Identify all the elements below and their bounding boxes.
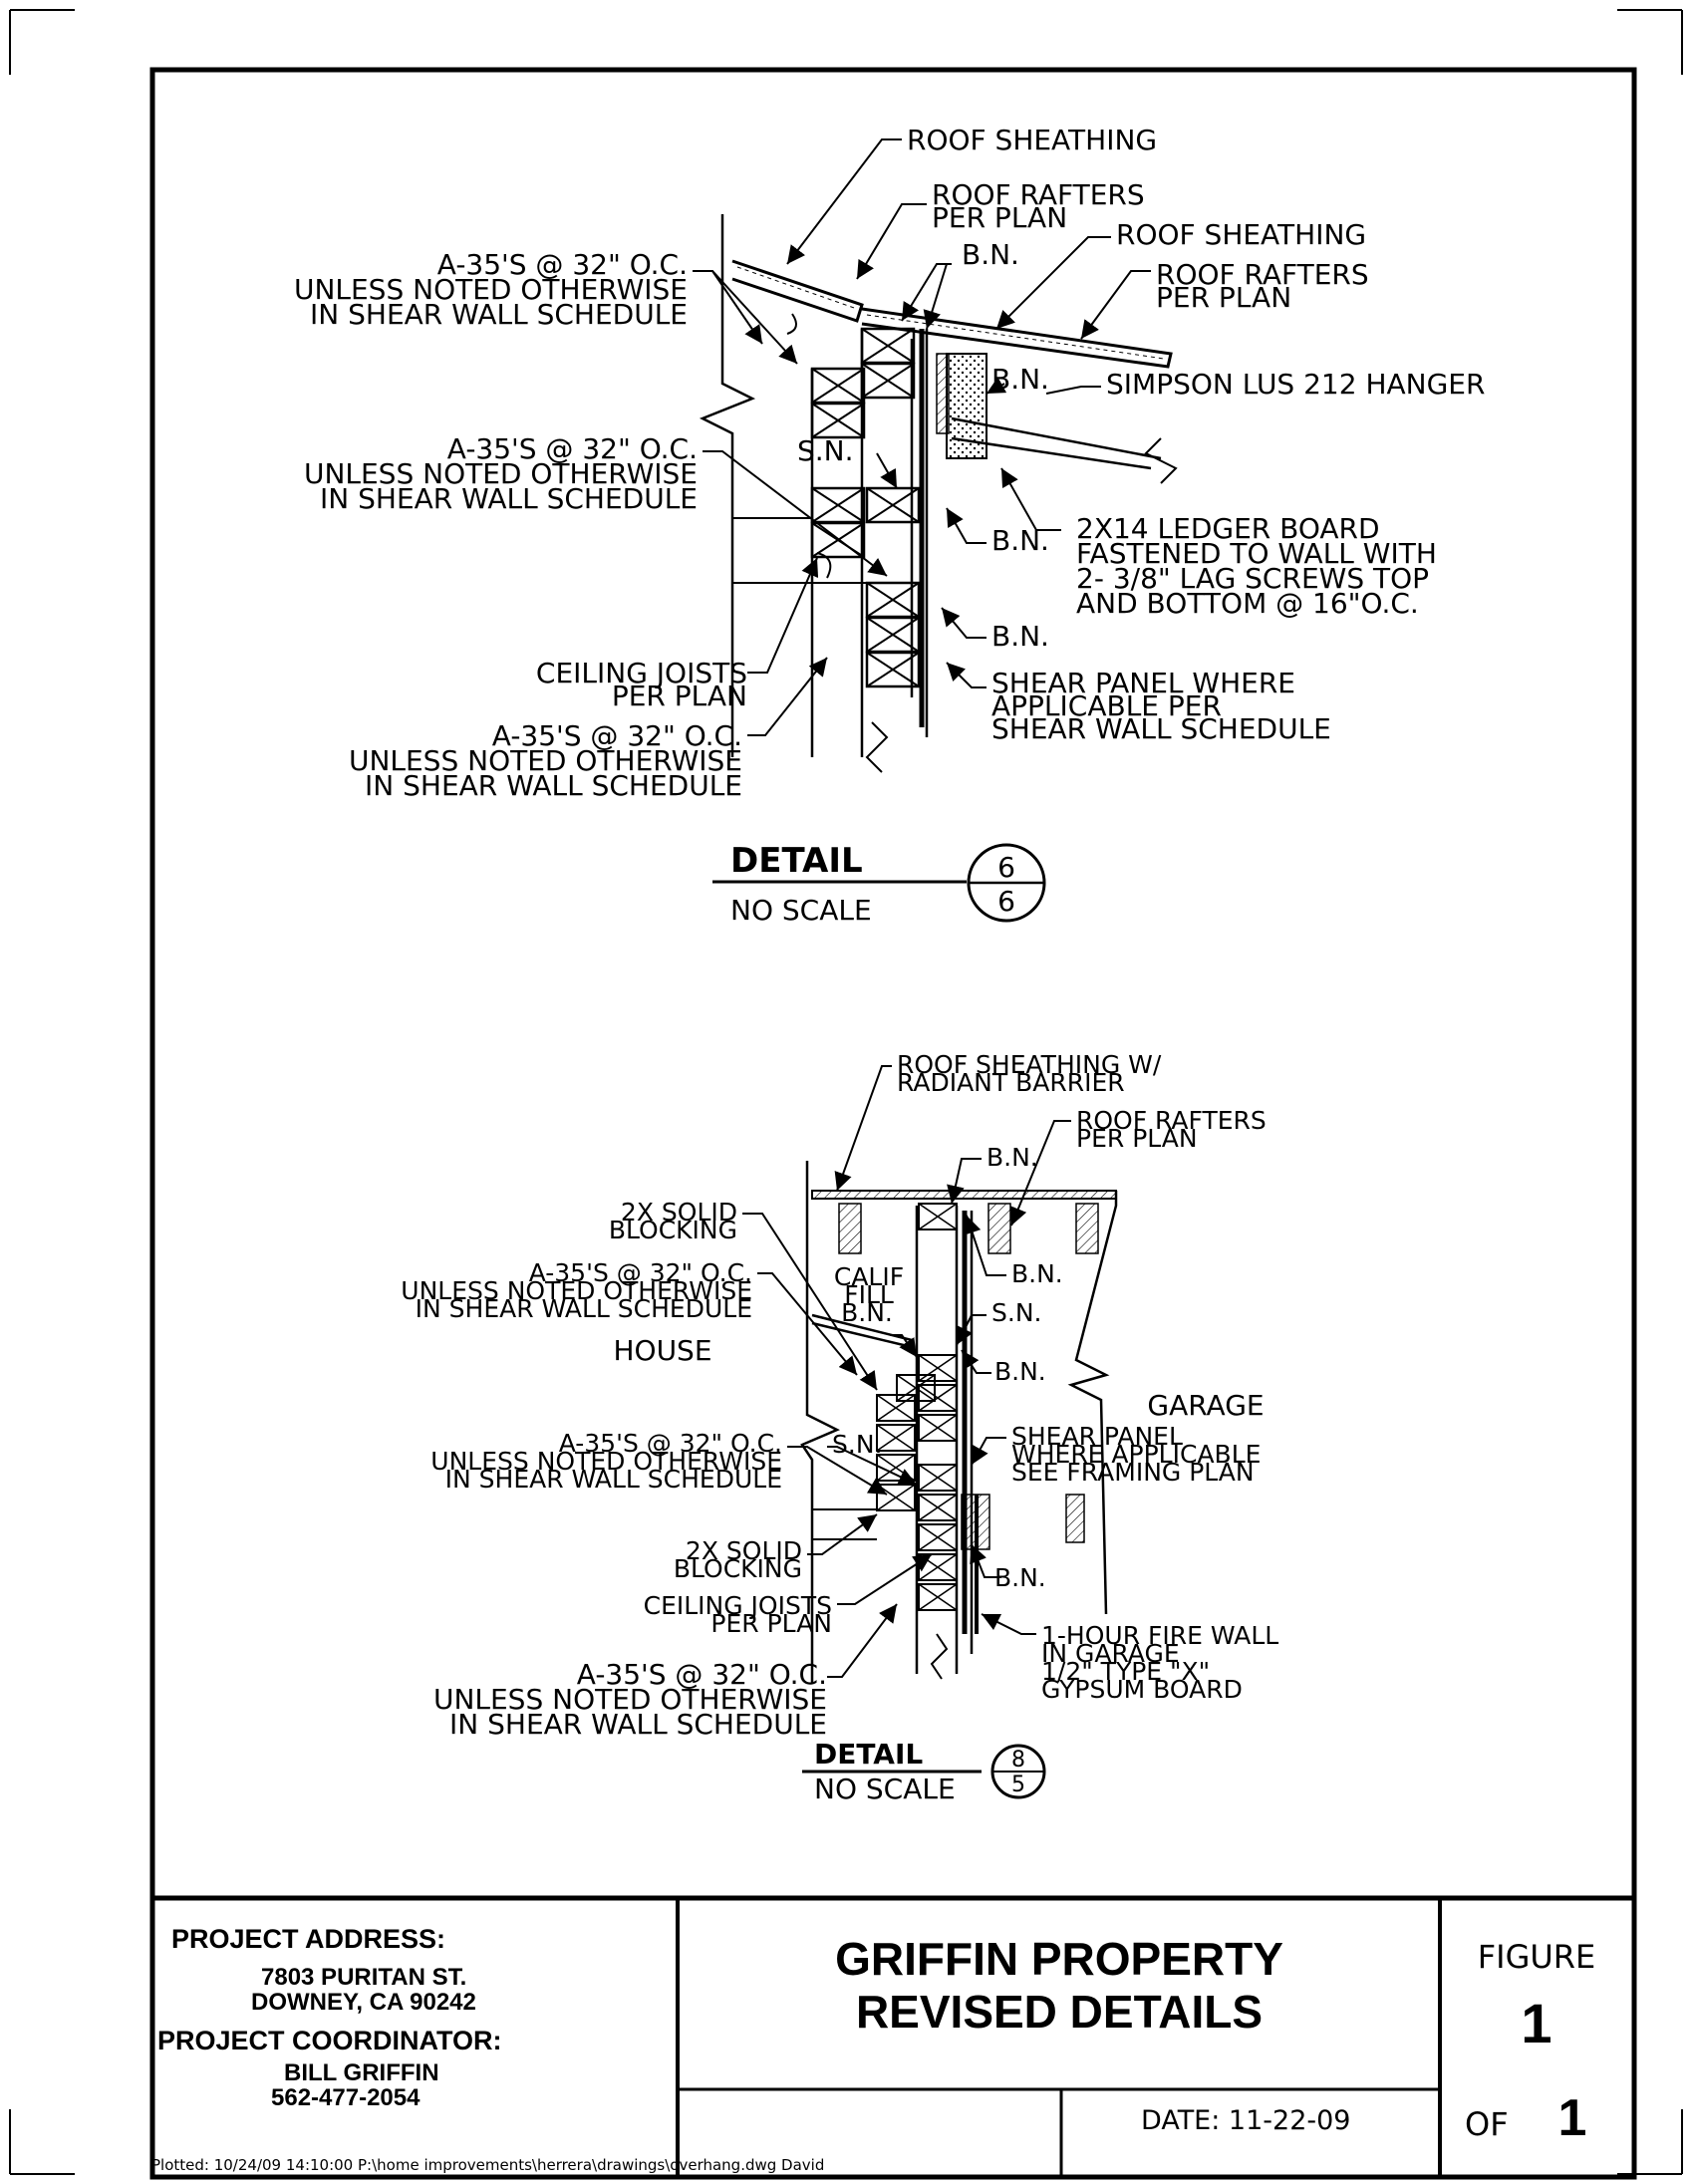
label-fire-wall: IN GARAGE (1041, 1639, 1180, 1668)
of-label: OF (1465, 2105, 1509, 2143)
label-shear-panel: SHEAR PANEL WHERE (991, 667, 1295, 699)
label-shear-wall-schedule: IN SHEAR WALL SCHEDULE (320, 482, 698, 515)
label-shear-panel: APPLICABLE PER (991, 689, 1222, 722)
label-bn: B.N. (841, 1298, 893, 1327)
label-ledger: AND BOTTOM @ 16"O.C. (1076, 587, 1419, 620)
detail-8-drawing (742, 1065, 1118, 1684)
label-solid-blocking: 2X SOLID (621, 1198, 737, 1227)
label-unless-noted: UNLESS NOTED OTHERWISE (433, 1683, 827, 1716)
detail-8-tag: DETAIL NO SCALE 8 5 (802, 1738, 1046, 1805)
label-solid-blocking: 2X SOLID (686, 1536, 802, 1565)
label-shear-wall-schedule: IN SHEAR WALL SCHEDULE (365, 769, 742, 802)
label-bn: B.N. (987, 1143, 1038, 1172)
label-unless-noted: UNLESS NOTED OTHERWISE (401, 1276, 752, 1305)
label-calif-fill: FILL (844, 1280, 894, 1309)
project-address-line2: DOWNEY, CA 90242 (251, 1989, 476, 2016)
label-fire-wall: 1-HOUR FIRE WALL (1041, 1621, 1278, 1650)
label-shear-panel: SEE FRAMING PLAN (1011, 1458, 1255, 1487)
label-unless-noted: UNLESS NOTED OTHERWISE (294, 273, 688, 306)
label-shear-wall-schedule: IN SHEAR WALL SCHEDULE (445, 1465, 782, 1494)
label-unless-noted: UNLESS NOTED OTHERWISE (430, 1447, 782, 1476)
label-bn: B.N. (994, 1357, 1046, 1386)
label-ledger: 2X14 LEDGER BOARD (1076, 512, 1380, 545)
sheet-number: 6 (997, 885, 1015, 918)
label-bn: B.N. (991, 524, 1049, 557)
label-bn: B.N. (1011, 1259, 1063, 1288)
label-roof-sheathing: ROOF SHEATHING (1116, 218, 1366, 251)
label-roof-sheathing: ROOF SHEATHING W/ (897, 1050, 1162, 1079)
detail-number: 8 (1011, 1748, 1025, 1773)
of-number: 1 (1558, 2089, 1587, 2147)
label-solid-blocking: BLOCKING (609, 1216, 737, 1244)
label-bn: B.N. (991, 620, 1049, 653)
label-bn: B.N. (962, 238, 1019, 271)
sheet-border (149, 67, 1637, 2180)
label-roof-rafters: ROOF RAFTERS (1076, 1106, 1267, 1135)
project-address-line1: 7803 PURITAN ST. (261, 1964, 466, 1991)
label-shear-wall-schedule: IN SHEAR WALL SCHEDULE (310, 298, 688, 331)
detail-8-labels: ROOF SHEATHING W/ RADIANT BARRIER ROOF R… (401, 1050, 1278, 1741)
title-block: PROJECT ADDRESS: 7803 PURITAN ST. DOWNEY… (157, 1898, 1595, 2177)
detail-title: DETAIL (730, 841, 863, 881)
detail-number: 6 (997, 851, 1015, 884)
label-sn: S.N. (832, 1430, 882, 1459)
label-ceiling-joists: CEILING JOISTS (536, 657, 747, 689)
label-shear-wall-schedule: IN SHEAR WALL SCHEDULE (416, 1294, 752, 1323)
label-bn: B.N. (994, 1563, 1046, 1592)
label-simpson-hanger: SIMPSON LUS 212 HANGER (1106, 368, 1485, 401)
label-ceiling-joists: CEILING JOISTS (644, 1591, 832, 1620)
label-ledger: 2- 3/8" LAG SCREWS TOP (1076, 562, 1429, 595)
label-per-plan: PER PLAN (710, 1609, 832, 1638)
figure-label: FIGURE (1478, 1938, 1596, 1976)
label-garage: GARAGE (1147, 1389, 1264, 1422)
label-roof-rafters: ROOF RAFTERS (932, 178, 1145, 211)
label-sn: S.N. (991, 1298, 1041, 1327)
detail-title: DETAIL (814, 1738, 923, 1771)
label-a35: A-35'S @ 32" O.C. (492, 719, 742, 752)
label-shear-panel: WHERE APPLICABLE (1011, 1440, 1261, 1469)
detail-scale: NO SCALE (730, 894, 872, 927)
label-shear-wall-schedule: IN SHEAR WALL SCHEDULE (449, 1708, 827, 1741)
label-fire-wall: 1/2" TYPE "X" (1041, 1657, 1210, 1686)
detail-6-labels: ROOF SHEATHING ROOF RAFTERS PER PLAN B.N… (294, 124, 1486, 802)
drawing-title-line1: GRIFFIN PROPERTY (835, 1933, 1283, 1985)
label-a35: A-35'S @ 32" O.C. (577, 1658, 827, 1691)
label-shear-panel: SHEAR PANEL (1011, 1422, 1183, 1451)
label-a35: A-35'S @ 32" O.C. (437, 248, 688, 281)
label-per-plan: PER PLAN (932, 201, 1067, 234)
coordinator-phone: 562-477-2054 (271, 2084, 421, 2111)
label-bn: B.N. (991, 363, 1049, 396)
label-house: HOUSE (613, 1334, 711, 1367)
project-address-label: PROJECT ADDRESS: (171, 1924, 445, 1954)
label-ledger: FASTENED TO WALL WITH (1076, 537, 1437, 570)
label-per-plan: PER PLAN (612, 680, 747, 712)
drawing-title-line2: REVISED DETAILS (856, 1986, 1263, 2038)
label-shear-panel: SHEAR WALL SCHEDULE (991, 712, 1331, 745)
label-a35: A-35'S @ 32" O.C. (447, 432, 698, 465)
label-roof-sheathing: ROOF SHEATHING (907, 124, 1157, 156)
detail-6-drawing (693, 138, 1178, 773)
crop-marks (9, 9, 1683, 2175)
drawing-date: DATE: 11-22-09 (1141, 2105, 1350, 2136)
plot-stamp: Plotted: 10/24/09 14:10:00 P:\home impro… (151, 2156, 824, 2174)
label-a35: A-35'S @ 32" O.C. (529, 1258, 752, 1287)
label-roof-rafters: ROOF RAFTERS (1156, 258, 1369, 291)
label-radiant-barrier: RADIANT BARRIER (897, 1068, 1125, 1097)
label-calif-fill: CALIF (834, 1262, 904, 1291)
figure-number: 1 (1521, 1992, 1551, 2054)
detail-6-tag: DETAIL NO SCALE 6 6 (712, 841, 1046, 927)
label-fire-wall: GYPSUM BOARD (1041, 1675, 1243, 1704)
label-a35: A-35'S @ 32" O.C. (559, 1429, 782, 1458)
label-unless-noted: UNLESS NOTED OTHERWISE (349, 744, 742, 777)
label-sn: S.N. (797, 434, 854, 467)
label-unless-noted: UNLESS NOTED OTHERWISE (304, 457, 698, 490)
sheet-number: 5 (1011, 1773, 1025, 1797)
coordinator-name: BILL GRIFFIN (284, 2059, 439, 2086)
detail-scale: NO SCALE (814, 1773, 956, 1805)
label-per-plan: PER PLAN (1156, 281, 1291, 314)
project-coordinator-label: PROJECT COORDINATOR: (157, 2026, 502, 2055)
label-solid-blocking: BLOCKING (674, 1554, 802, 1583)
label-per-plan: PER PLAN (1076, 1124, 1198, 1153)
